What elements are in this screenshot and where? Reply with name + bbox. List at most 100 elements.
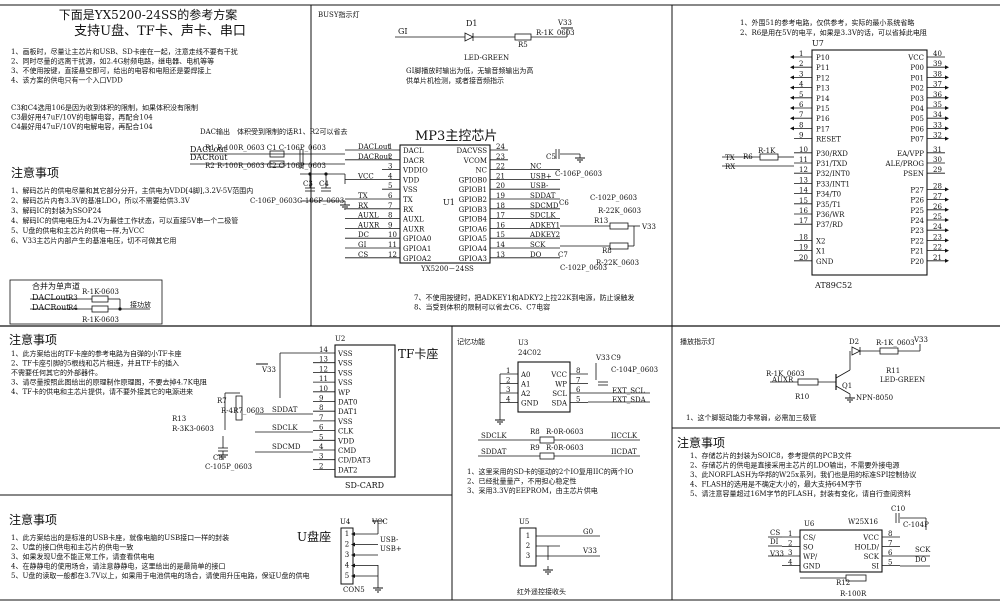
resistor-symbol	[91, 305, 109, 313]
tf-pin-number: 3	[319, 453, 323, 461]
resistor-symbol	[91, 295, 109, 303]
mcu-pin-arrow	[790, 95, 794, 100]
mp3-pin-number: 1	[388, 143, 392, 151]
mp3-note: 7、不使用按键时，把ADKEY1和ADKY2上拉22K到电源，防止误触发	[414, 293, 634, 302]
resistor-symbol	[269, 150, 285, 158]
tf-r7-part: R-4R7_0603	[221, 407, 264, 415]
mcu-pin-arrow	[945, 238, 949, 243]
mcu-pin-number: 33	[933, 121, 942, 129]
mcu-pin-number: 29	[933, 166, 942, 174]
play-led-label: LED-GREEN	[880, 376, 925, 384]
mcu-pin-number: 25	[933, 213, 942, 221]
mcu-pin-arrow	[790, 116, 794, 121]
usb-ref: U4	[340, 518, 351, 526]
flash-note: 2、存储芯片的供电是直接采用主芯片的LDO输出，不需要外接电源	[690, 461, 899, 470]
mcu-pin-name: RESET	[816, 136, 841, 144]
mp3-net-label: VCC	[357, 172, 374, 180]
flash-pin-number: 1	[788, 530, 792, 538]
r8-mp3-ref: R8	[602, 247, 612, 255]
mp3-pin-number: 3	[388, 163, 392, 171]
tf-pin-number: 8	[319, 404, 323, 412]
cap-note: C3最好用47uF/10V的电解电容，再配合104	[11, 113, 153, 122]
mcu-pin-arrow	[945, 187, 949, 192]
tf-r13-ref: R13	[172, 415, 186, 423]
dac-right-parts: R2 R-100R_0603 C2 C-106P_0603	[205, 162, 326, 170]
tf-pin-name: DAT2	[338, 466, 357, 474]
mcu-pin-name: P10	[816, 54, 830, 62]
mcu-pin-number: 7	[799, 111, 803, 119]
mcu-pin-number: 35	[933, 101, 942, 109]
mcu-pin-name: P23	[910, 227, 924, 235]
mcu-pin-name: P16	[816, 115, 830, 123]
mp3-chip-part: YX5200－24SS	[420, 265, 474, 273]
tf-pin-number: 7	[319, 414, 323, 422]
resistor-symbol	[514, 33, 532, 41]
busy-v33: V33	[557, 19, 572, 27]
mcu-pin-name: P34/T0	[816, 191, 841, 199]
mp3-net-label: TX	[358, 192, 368, 200]
usb-pin-number: 1	[345, 530, 349, 538]
ir-label: 红外遥控接收头	[517, 587, 566, 596]
usb-note: 2、U盘的接口供电和主芯片的供电一致	[11, 543, 133, 552]
main-note: 1、解码芯片的供电尽量和其它部分分开，主供电为VDD[4脚],3.2V-5V范围…	[11, 186, 253, 195]
flash-di-net: DI	[770, 538, 779, 546]
main-note: 6、V33主芯片内部产生的基准电压，切不可做其它用	[11, 236, 176, 245]
intro-note: 2、同时尽量的远离干扰源，如2.4G射频电路，继电器、电机等等	[11, 57, 214, 66]
cap-note: C3和C4选用106是因为收到体积的限制，如果体积没有限制	[11, 103, 198, 112]
eeprom-pin-number: 3	[506, 386, 510, 394]
tf-pin-name: VSS	[337, 350, 353, 358]
mp3-pin-number: 21	[496, 172, 505, 180]
mcu-note-2: 2、R6是用在5V的电平，如果是3.3V的话，可以省掉此电阻	[740, 28, 927, 37]
tf-c8-part: C-105P_0603	[205, 463, 252, 471]
mcu-pin-name: P07	[910, 136, 924, 144]
mp3-net-label: SDDAT	[530, 192, 556, 200]
eeprom-pin-name: GND	[521, 400, 539, 408]
r8-mp3-part: R-22K_0603	[596, 259, 639, 267]
mcu-pin-name: P06	[910, 125, 924, 133]
mp3-net-label: CS	[358, 251, 368, 259]
usb-pin-number: 5	[345, 572, 349, 580]
play-q1-part: NPN-8050	[856, 394, 893, 402]
tf-note: 4、TF卡的供电和主芯片提供，请不要外接其它的电源进来	[11, 387, 193, 396]
mp3-pin-number: 12	[388, 251, 397, 259]
mp3-pin-name: GPIOA5	[459, 235, 487, 243]
mcu-pin-arrow	[790, 55, 794, 59]
mcu-pin-number: 3	[799, 70, 803, 78]
busy-d1-ref: D1	[466, 19, 478, 28]
mp3-pin-name: GPIOA1	[403, 245, 431, 253]
mcu-pin-arrow	[945, 136, 949, 141]
eeprom-pin-name: WP	[555, 381, 567, 389]
q1-emitter	[835, 385, 851, 395]
mcu-pin-number: 34	[933, 111, 942, 119]
mp3-net-label: ADKEY1	[529, 221, 560, 229]
tf-pin-name: VSS	[337, 418, 353, 426]
tf-pin-number: 12	[319, 365, 328, 373]
usb-note: 3、如果发现U盘不能正常工作，请查看供电电	[11, 552, 154, 561]
eeprom-pin-number: 5	[576, 396, 580, 404]
tf-sdcmd: SDCMD	[272, 443, 301, 451]
mp3-pin-number: 16	[496, 221, 505, 229]
mcu-pin-name: P25	[910, 207, 924, 215]
flash-note: 3、此NORFLASH为华邦的W25x系列，我们也是用的标准SPI控制协议	[690, 470, 916, 479]
tf-pin-name: CMD	[338, 447, 357, 455]
mcu-pin-name: P24	[910, 217, 924, 225]
mp3-pin-number: 10	[388, 231, 397, 239]
busy-r5-part: R-1K_0603	[536, 29, 575, 37]
eeprom-pin-number: 2	[506, 377, 510, 385]
usb-vcc: VCC	[371, 518, 388, 526]
mcu-pin-number: 36	[933, 91, 942, 99]
tf-part: SD-CARD	[345, 481, 384, 490]
mp3-pin-name: DACVSS	[456, 147, 487, 155]
mp3-net-label: RX	[358, 202, 368, 210]
flash-pin-number: 7	[888, 540, 892, 548]
flash-pin-number: 4	[788, 559, 793, 567]
tf-pin-number: 2	[319, 462, 323, 470]
mcu-pin-arrow	[945, 218, 949, 222]
mono-title: 合并为单声道	[32, 281, 80, 291]
ir-pin-number: 1	[526, 532, 530, 540]
ir-v33: V33	[582, 547, 597, 555]
busy-led-icon	[464, 32, 474, 42]
tf-note: 3、请尽量按照此图给出的原理制作原理图，不要去掉4.7K电阻	[11, 378, 207, 387]
mcu-pin-arrow	[790, 65, 794, 70]
